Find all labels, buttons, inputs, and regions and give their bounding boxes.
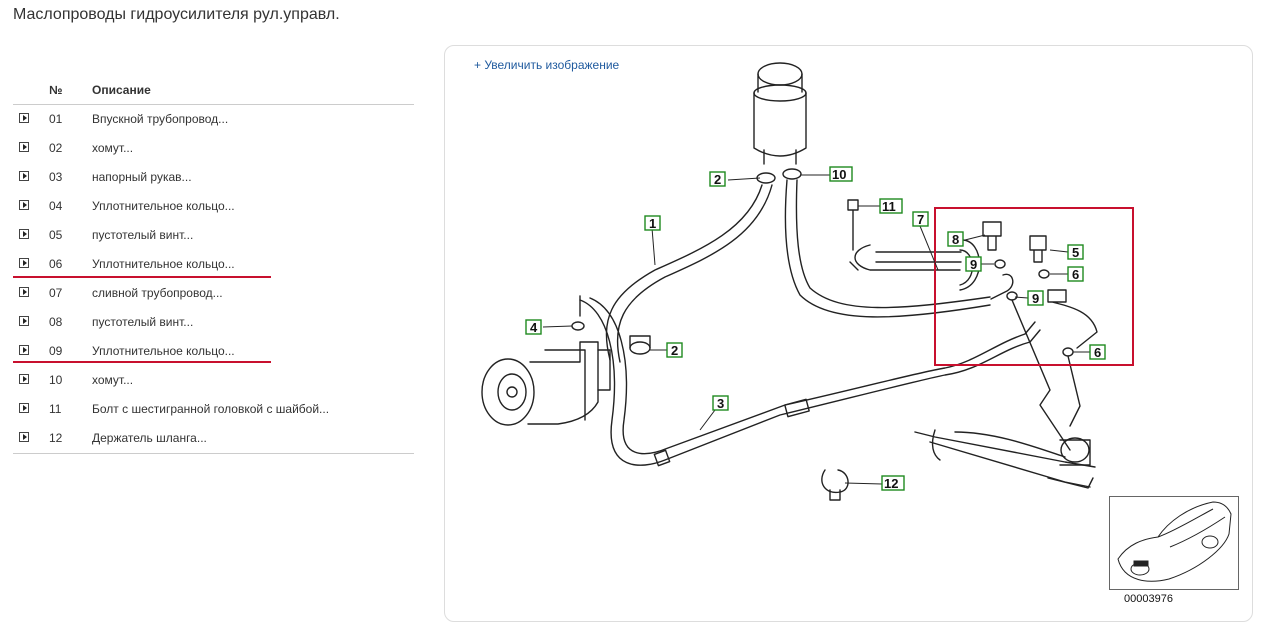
steering-rack-drawing [914,429,1096,489]
table-row[interactable]: 03 напорный рукав... [13,163,414,192]
row-description[interactable]: пустотелый винт... [92,315,194,329]
highlight-underline-06 [13,276,271,278]
table-row[interactable]: 02 хомут... [13,134,414,163]
row-num: 03 [49,170,63,184]
hose-1-drawing [605,184,763,361]
row-description[interactable]: Уплотнительное кольцо... [92,344,235,358]
table-row[interactable]: 11 Болт с шестигранной головкой с шайбой.… [13,395,414,424]
reservoir-drawing [753,62,807,165]
row-description[interactable]: пустотелый винт... [92,228,194,242]
row-description[interactable]: Держатель шланга... [92,431,207,445]
row-num: 05 [49,228,63,242]
expand-arrow-icon[interactable] [19,200,29,210]
callout-7: 7 [912,211,929,227]
parts-table: № Описание 01 Впускной трубопровод... 02 х… [13,76,414,454]
car-icon [1117,501,1232,582]
row-num: 06 [49,257,63,271]
svg-text:7: 7 [917,212,924,227]
row-description[interactable]: напорный рукав... [92,170,192,184]
hose-3-drawing [579,299,1041,466]
svg-text:4: 4 [530,320,538,335]
svg-text:6: 6 [1094,345,1101,360]
zoom-image-link[interactable]: + Увеличить изображение [474,58,620,72]
svg-text:5: 5 [1072,245,1079,260]
diagram-panel [444,45,1253,622]
callout-10: 10 [829,166,853,182]
table-row[interactable]: 04 Уплотнительное кольцо... [13,192,414,221]
row-description[interactable]: Уплотнительное кольцо... [92,257,235,271]
svg-text:9: 9 [1032,291,1039,306]
table-row[interactable]: 09 Уплотнительное кольцо... [13,337,414,366]
callout-9b: 9 [1027,290,1044,306]
svg-text:10: 10 [832,167,846,182]
expand-arrow-icon[interactable] [19,316,29,326]
callout-5: 5 [1067,244,1084,260]
table-row[interactable]: 10 хомут... [13,366,414,395]
row-description[interactable]: хомут... [92,141,134,155]
row-description[interactable]: сливной трубопровод... [92,286,223,300]
row-description[interactable]: хомут... [92,373,134,387]
table-row[interactable]: 08 пустотелый винт... [13,308,414,337]
callout-6a: 6 [1067,266,1084,282]
callout-3: 3 [712,395,729,411]
callout-2a: 2 [709,171,726,187]
page-title: Маслопроводы гидроусилителя рул.управл. [13,6,340,23]
svg-text:9: 9 [970,257,977,272]
table-header: № Описание [13,76,414,105]
svg-text:1: 1 [649,216,656,231]
car-thumbnail [1109,496,1239,590]
row-num: 01 [49,112,63,126]
table-row[interactable]: 07 сливной трубопровод... [13,279,414,308]
row-description[interactable]: Впускной трубопровод... [92,112,229,126]
svg-text:2: 2 [714,172,721,187]
row-num: 07 [49,286,63,300]
header-description: Описание [92,83,151,97]
row-num: 02 [49,141,63,155]
expand-arrow-icon[interactable] [19,171,29,181]
expand-arrow-icon[interactable] [19,258,29,268]
expand-arrow-icon[interactable] [19,403,29,413]
expand-arrow-icon[interactable] [19,374,29,384]
fittings-drawing [982,221,1098,357]
diagram-code: 00003976 [1124,593,1173,605]
row-num: 12 [49,431,63,445]
pump-drawing [481,341,611,426]
callout-1: 1 [644,215,661,231]
row-description[interactable]: Уплотнительное кольцо... [92,199,235,213]
svg-text:2: 2 [671,343,678,358]
expand-arrow-icon[interactable] [19,229,29,239]
row-num: 08 [49,315,63,329]
header-num: № [49,83,63,97]
expand-arrow-icon[interactable] [19,432,29,442]
row-num: 10 [49,373,63,387]
table-row[interactable]: 05 пустотелый винт... [13,221,414,250]
callout-11: 11 [879,198,903,214]
expand-arrow-icon[interactable] [19,287,29,297]
row-num: 04 [49,199,63,213]
callout-2b: 2 [666,342,683,358]
svg-text:8: 8 [952,232,959,247]
table-row[interactable]: 01 Впускной трубопровод... [13,105,414,134]
row-num: 09 [49,344,63,358]
callout-9a: 9 [965,256,982,272]
row-num: 11 [49,402,62,416]
expand-arrow-icon[interactable] [19,113,29,123]
svg-text:11: 11 [882,199,896,214]
svg-text:3: 3 [717,396,724,411]
row-description[interactable]: Болт с шестигранной головкой с шайбой... [92,402,330,416]
svg-text:6: 6 [1072,267,1079,282]
callout-8: 8 [947,231,964,247]
highlight-underline-09 [13,361,271,363]
expand-arrow-icon[interactable] [19,345,29,355]
table-row[interactable]: 06 Уплотнительное кольцо... [13,250,414,279]
expand-arrow-icon[interactable] [19,142,29,152]
callout-6b: 6 [1089,344,1106,360]
table-row[interactable]: 12 Держатель шланга... [13,424,414,454]
callout-4: 4 [525,319,542,335]
callout-12: 12 [881,475,905,491]
svg-text:12: 12 [884,476,898,491]
highlight-box [934,207,1134,366]
